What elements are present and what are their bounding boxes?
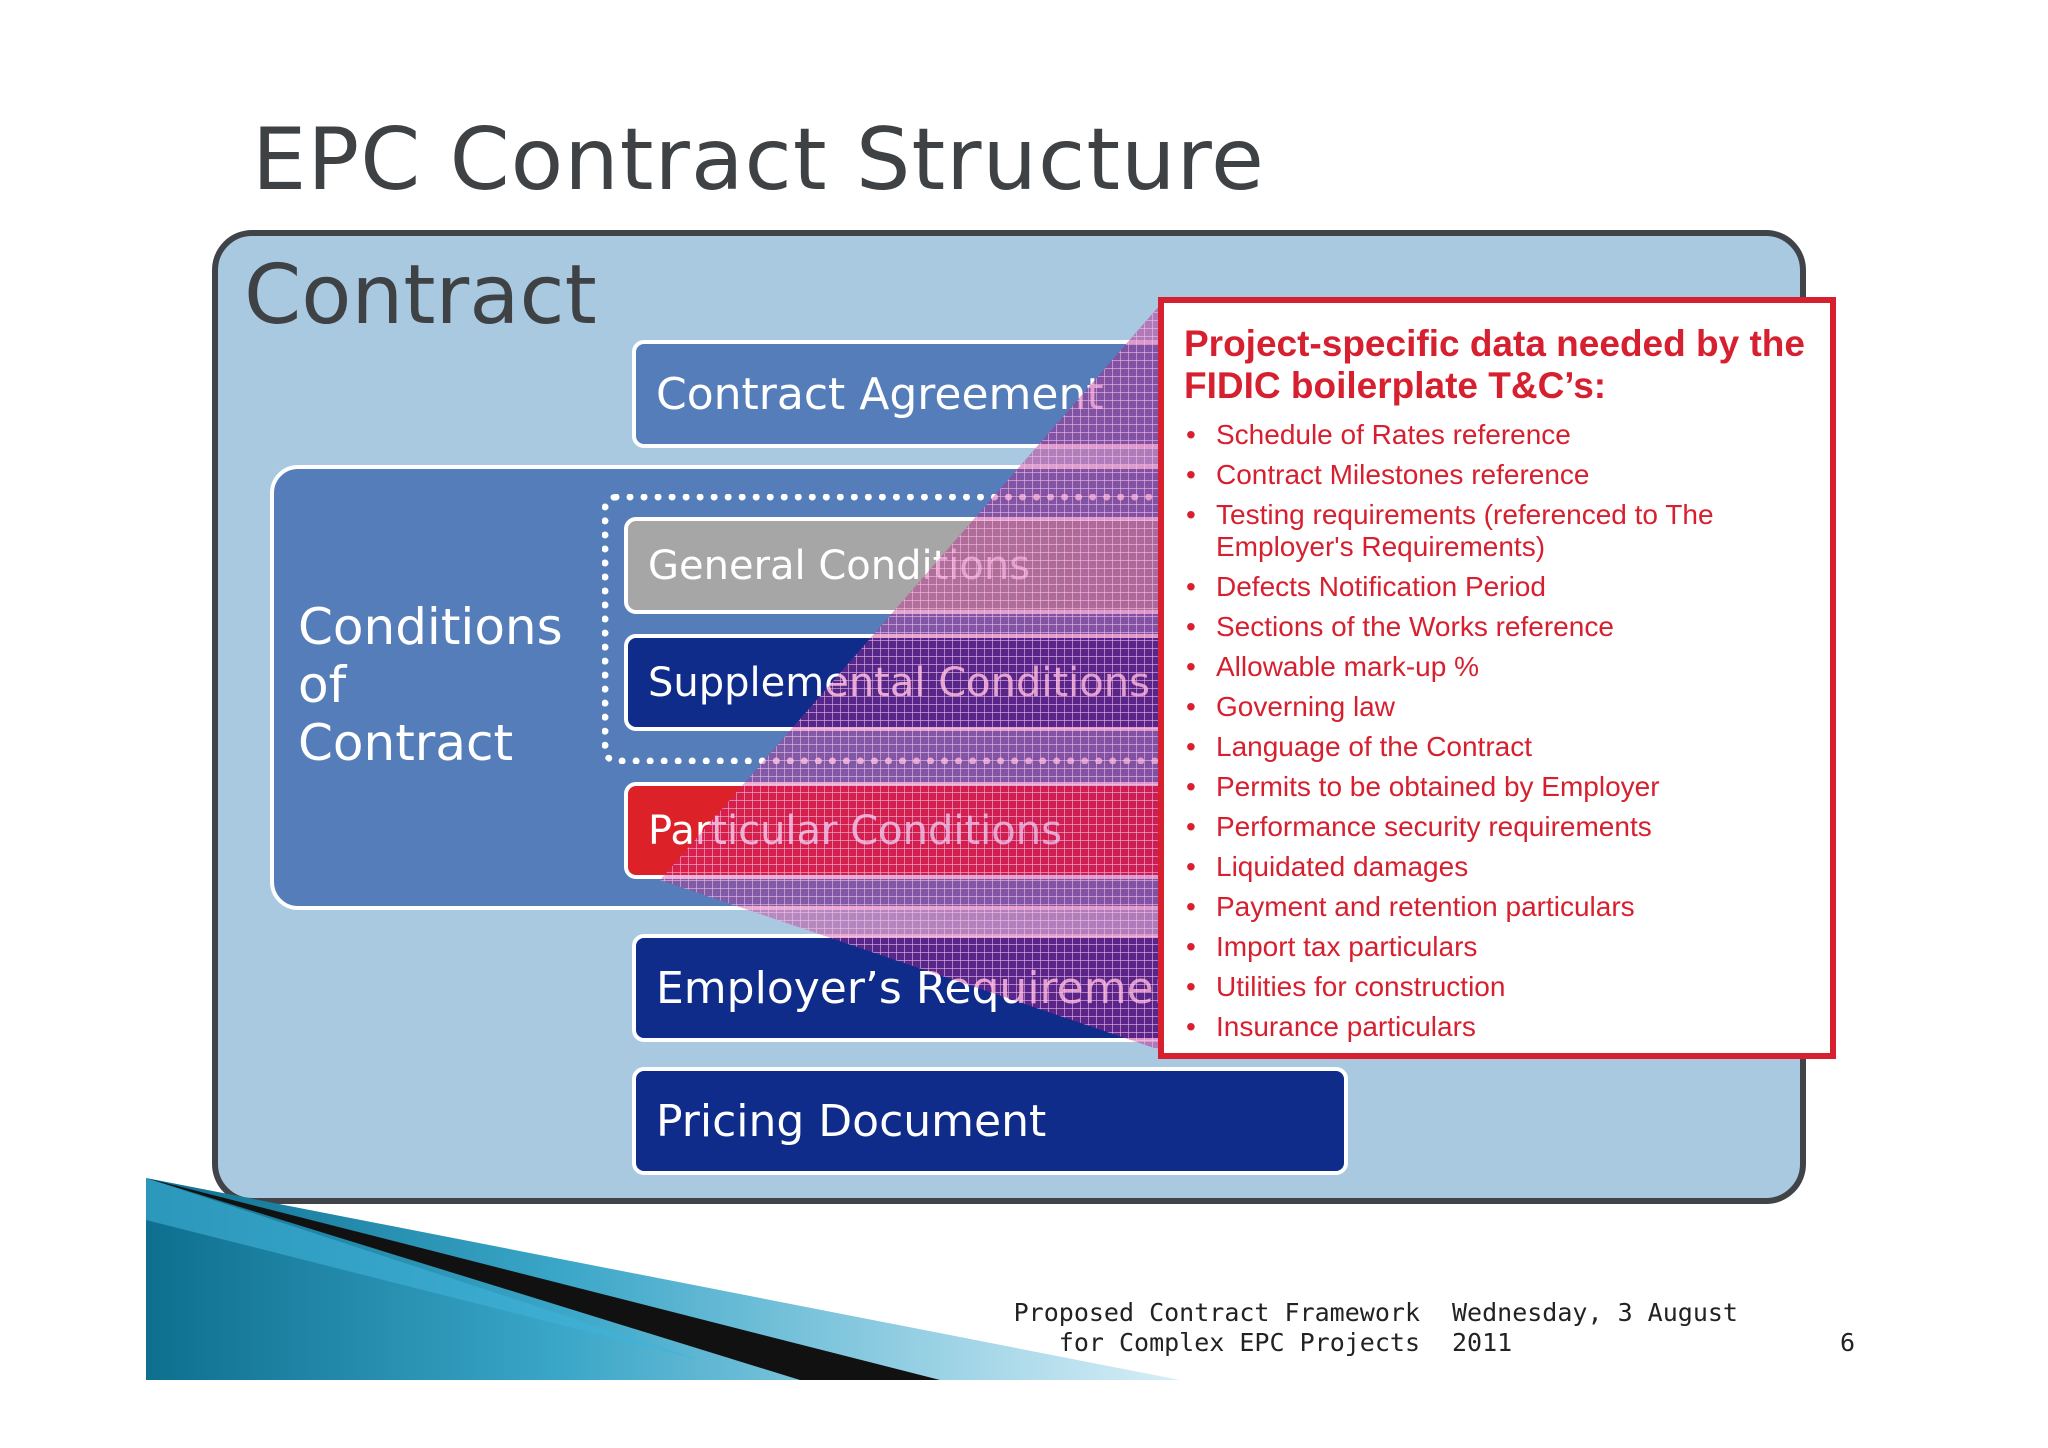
list-item: •Governing law (1186, 691, 1395, 722)
footer-date: Wednesday, 3 August 2011 (1452, 1298, 1738, 1357)
list-item: •Contract Milestones reference (1186, 459, 1590, 490)
bullet-icon: • (1186, 931, 1196, 962)
list-item: •Liquidated damages (1186, 851, 1469, 882)
bullet-icon: • (1186, 971, 1196, 1002)
corner-swoosh-decoration (146, 1178, 1180, 1380)
list-item: •Allowable mark-up % (1186, 651, 1479, 682)
list-item: •Utilities for construction (1186, 971, 1506, 1002)
bullet-icon: • (1186, 611, 1196, 642)
callout-heading: Project-specific data needed by the FIDI… (1184, 323, 1805, 406)
page-title: EPC Contract Structure (252, 110, 1265, 210)
list-item: •Defects Notification Period (1186, 571, 1546, 602)
conditions-of-contract-label: Conditions of Contract (298, 598, 563, 772)
callout-box: Project-specific data needed by the FIDI… (1158, 297, 1836, 1059)
list-item: •Permits to be obtained by Employer (1186, 771, 1660, 802)
list-item: •Testing requirements (referenced to The… (1186, 499, 1714, 562)
bullet-icon: • (1186, 651, 1196, 682)
list-item: •Schedule of Rates reference (1186, 419, 1571, 450)
list-item: •Payment and retention particulars (1186, 891, 1635, 922)
bullet-icon: • (1186, 771, 1196, 802)
bullet-icon: • (1186, 419, 1196, 450)
list-item: •Language of the Contract (1186, 731, 1533, 762)
pricing-document-box: Pricing Document (632, 1067, 1348, 1175)
bullet-icon: • (1186, 891, 1196, 922)
bullet-icon: • (1186, 851, 1196, 882)
list-item: •Insurance particulars (1186, 1011, 1476, 1042)
footer-page-number: 6 (1840, 1328, 1856, 1357)
bullet-icon: • (1186, 571, 1196, 602)
bullet-icon: • (1186, 691, 1196, 722)
bullet-icon: • (1186, 459, 1196, 490)
contract-label: Contract (244, 248, 597, 343)
callout-list: •Schedule of Rates reference •Contract M… (1184, 419, 1810, 1043)
bullet-icon: • (1186, 1011, 1196, 1042)
list-item: •Performance security requirements (1186, 811, 1652, 842)
list-item: •Import tax particulars (1186, 931, 1478, 962)
bullet-icon: • (1186, 731, 1196, 762)
footer-document-title: Proposed Contract Framework for Complex … (1013, 1298, 1420, 1357)
bullet-icon: • (1186, 499, 1196, 530)
list-item: •Sections of the Works reference (1186, 611, 1614, 642)
bullet-icon: • (1186, 811, 1196, 842)
